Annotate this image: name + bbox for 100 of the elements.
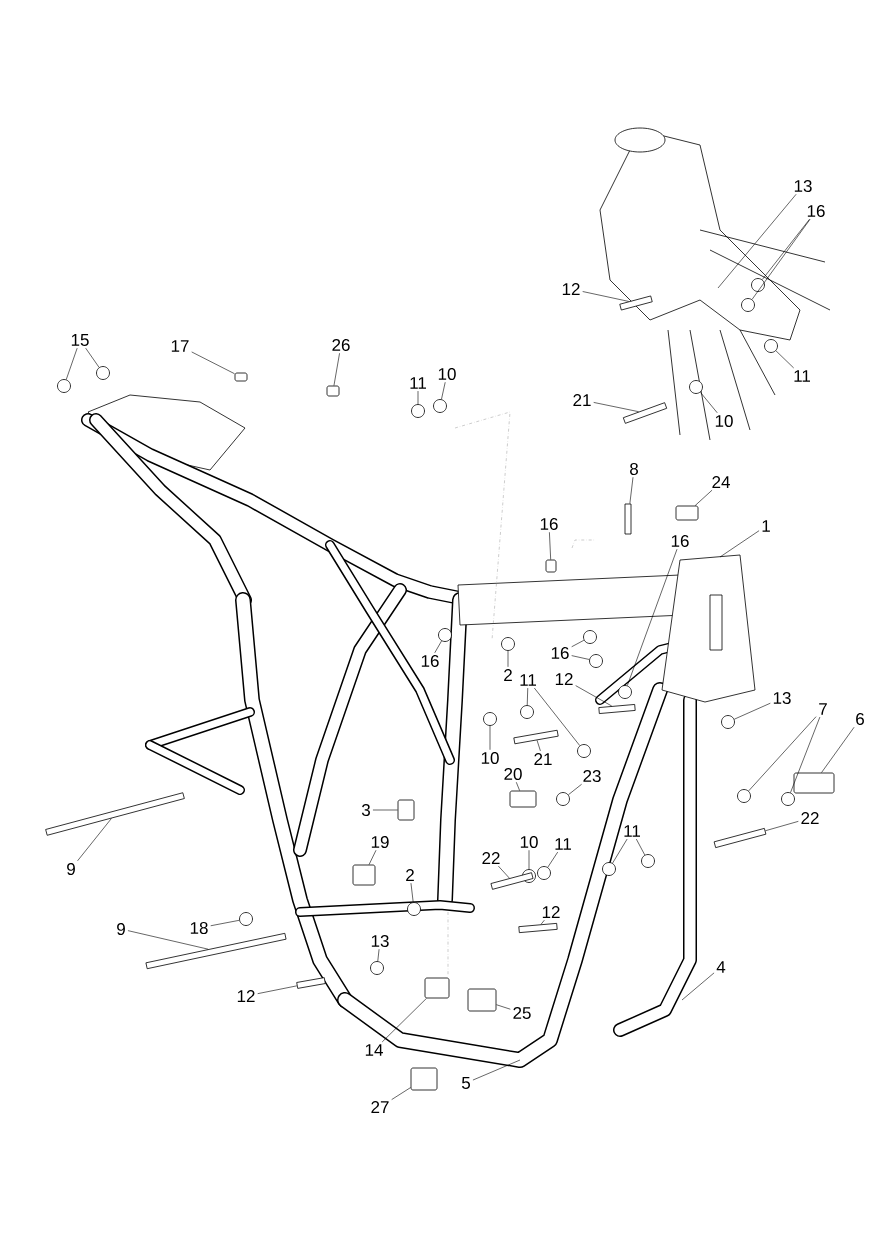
callout-number: 13 (794, 180, 812, 193)
leader-line (127, 930, 209, 950)
leader-line (734, 702, 771, 720)
round-part (433, 399, 447, 413)
callout-number: 23 (583, 770, 601, 783)
bracket-part (467, 988, 497, 1012)
callout-number: 9 (117, 923, 125, 936)
round-part (602, 862, 616, 876)
round-part (57, 379, 71, 393)
bracket-part (352, 864, 376, 886)
round-part (751, 278, 765, 292)
bolt (145, 932, 287, 970)
bolt (518, 922, 558, 934)
leader-line (549, 531, 551, 560)
round-part (737, 789, 751, 803)
callout-number: 18 (190, 922, 208, 935)
leader-line (700, 392, 718, 414)
leader-line (191, 351, 235, 375)
round-part (583, 630, 597, 644)
leader-line (629, 476, 634, 504)
leader-line (534, 687, 581, 746)
bracket-part (410, 1067, 438, 1091)
callout-number: 16 (671, 535, 689, 548)
leader-line (694, 489, 713, 506)
leader-line (516, 781, 520, 791)
leader-line (391, 1087, 411, 1100)
leader-line (571, 655, 590, 660)
leader-line (528, 849, 530, 870)
callout-number: 20 (504, 768, 522, 781)
leader-line (496, 1004, 511, 1010)
callout-number: 16 (421, 655, 439, 668)
callout-number: 14 (365, 1044, 383, 1056)
bracket-part (397, 799, 415, 821)
round-part (589, 654, 603, 668)
round-part (689, 380, 703, 394)
leader-line (751, 218, 811, 300)
leader-line (719, 530, 760, 558)
leader-line (717, 193, 797, 289)
callout-number: 10 (438, 368, 456, 381)
round-part (483, 712, 497, 726)
callout-number: 11 (794, 370, 810, 382)
bolt (598, 704, 636, 714)
round-part (537, 866, 551, 880)
callout-number: 13 (773, 692, 791, 705)
leader-line (775, 350, 794, 369)
round-part (721, 715, 735, 729)
callout-number: 3 (361, 804, 370, 817)
leader-line (612, 838, 628, 864)
callout-number: 11 (624, 825, 640, 837)
bracket-part (234, 372, 248, 382)
leader-line (547, 851, 559, 868)
leader-line (372, 809, 398, 811)
round-part (407, 902, 421, 916)
leader-line (472, 1059, 521, 1081)
callout-number: 24 (712, 476, 730, 488)
round-part (741, 298, 755, 312)
callout-number: 10 (481, 752, 499, 765)
round-part (577, 744, 591, 758)
callout-number: 22 (801, 812, 819, 824)
round-part (781, 792, 795, 806)
round-part (764, 339, 778, 353)
callout-number: 1 (762, 520, 770, 532)
callout-number: 15 (71, 334, 89, 346)
callout-number: 16 (540, 518, 558, 531)
callout-number: 26 (332, 339, 350, 352)
leader-line (571, 639, 585, 648)
leader-line (761, 218, 810, 280)
callout-number: 25 (513, 1007, 531, 1020)
leader-line (636, 838, 646, 856)
leader-line (85, 347, 100, 368)
bolt (45, 792, 185, 836)
callout-number: 27 (371, 1101, 389, 1113)
callout-number: 12 (542, 906, 560, 918)
bracket-part (509, 790, 537, 808)
leader-line (381, 998, 427, 1043)
bracket-part (424, 977, 450, 999)
leader-line (821, 726, 855, 773)
leader-line (748, 716, 817, 792)
callout-number: 7 (819, 703, 827, 715)
callout-number: 5 (461, 1077, 470, 1089)
round-part (520, 705, 534, 719)
leader-line (210, 920, 240, 927)
leader-line (434, 640, 442, 654)
leader-line (582, 291, 630, 302)
callout-number: 16 (551, 647, 569, 660)
callout-number: 2 (504, 669, 512, 681)
leader-line (489, 725, 491, 751)
callout-number: 2 (406, 869, 414, 881)
leader-line (765, 821, 799, 832)
leader-line (417, 390, 419, 405)
callout-number: 16 (807, 205, 825, 218)
leader-line (441, 381, 446, 400)
round-part (239, 912, 253, 926)
round-part (501, 637, 515, 651)
round-part (411, 404, 425, 418)
callout-number: 22 (482, 852, 500, 864)
callout-number: 9 (67, 863, 75, 876)
leader-line (627, 548, 678, 686)
callout-number: 11 (555, 838, 571, 850)
callout-number: 8 (630, 463, 638, 476)
